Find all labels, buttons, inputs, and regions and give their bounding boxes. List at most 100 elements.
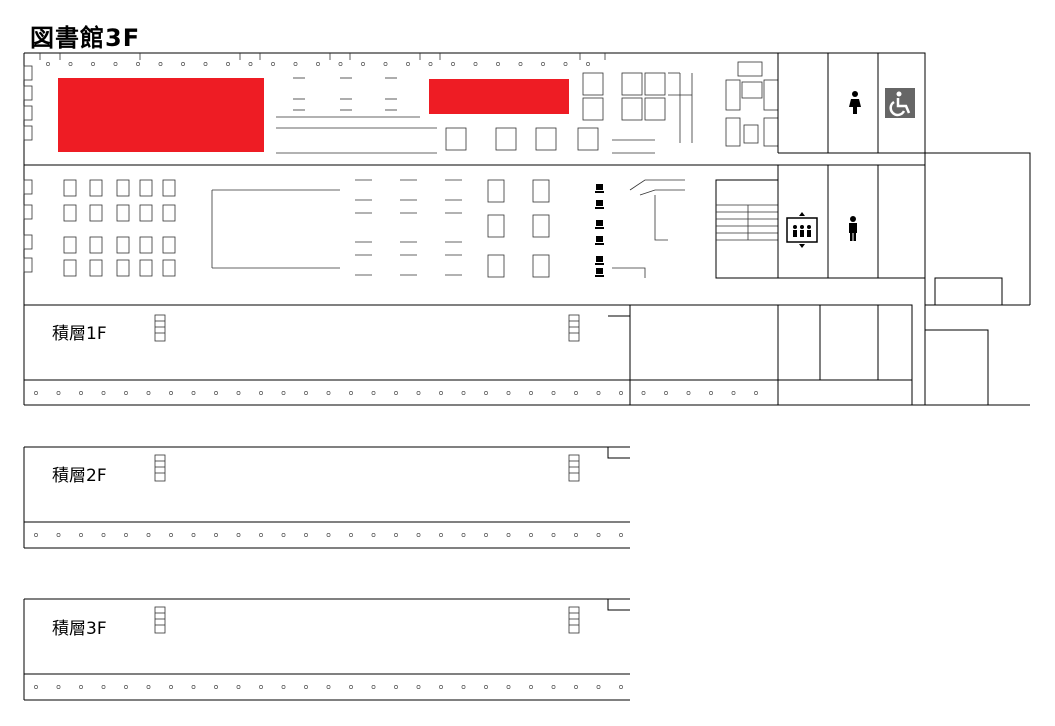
- stairs-icon: [568, 606, 580, 634]
- window-marker: [271, 62, 275, 66]
- window-marker: [181, 62, 185, 66]
- window-marker: [529, 533, 533, 537]
- window-marker: [484, 685, 488, 689]
- window-marker: [574, 391, 578, 395]
- window-marker: [349, 391, 353, 395]
- window-marker: [304, 533, 308, 537]
- window-marker: [496, 62, 500, 66]
- window-marker: [484, 533, 488, 537]
- window-marker: [484, 391, 488, 395]
- window-marker: [214, 685, 218, 689]
- study-tables-top: [276, 77, 437, 154]
- window-marker: [416, 391, 421, 395]
- window-marker: [203, 62, 208, 66]
- window-marker: [371, 533, 376, 537]
- window-marker: [214, 533, 218, 537]
- window-marker: [394, 533, 398, 537]
- stairs-icon: [568, 314, 580, 342]
- stack-label-1f: 積層1F: [52, 324, 107, 344]
- wheelchair-icon: [885, 88, 915, 118]
- window-marker: [236, 685, 241, 689]
- window-marker: [461, 391, 466, 395]
- window-marker: [226, 62, 230, 66]
- window-marker: [461, 685, 466, 689]
- wall-window-markers: [34, 62, 758, 689]
- window-marker: [596, 533, 601, 537]
- left-wall-windows: [23, 65, 33, 273]
- computer-icon: [595, 236, 604, 245]
- lounge-seating: [725, 61, 779, 147]
- window-marker: [316, 62, 320, 66]
- window-marker: [529, 685, 533, 689]
- computer-stations: [595, 184, 604, 277]
- window-marker: [506, 391, 511, 395]
- window-marker: [349, 533, 353, 537]
- window-marker: [304, 391, 308, 395]
- window-marker: [428, 62, 433, 66]
- computer-icon: [595, 220, 604, 229]
- window-marker: [541, 62, 545, 66]
- window-marker: [563, 62, 568, 66]
- window-marker: [371, 685, 376, 689]
- window-marker: [371, 391, 376, 395]
- window-marker: [214, 391, 218, 395]
- window-marker: [361, 62, 365, 66]
- window-marker: [101, 391, 106, 395]
- window-marker: [551, 391, 556, 395]
- window-marker: [236, 533, 241, 537]
- window-marker: [158, 62, 163, 66]
- window-marker: [406, 62, 410, 66]
- computer-icon: [595, 256, 604, 265]
- window-marker: [439, 533, 443, 537]
- window-marker: [383, 62, 388, 66]
- window-marker: [293, 62, 298, 66]
- restroom-area: [777, 53, 925, 154]
- window-marker: [586, 62, 590, 66]
- window-marker: [461, 533, 466, 537]
- window-marker: [34, 391, 38, 395]
- window-marker: [113, 62, 118, 66]
- window-marker: [574, 533, 578, 537]
- female-restroom-icon: [849, 91, 861, 114]
- window-marker: [124, 391, 128, 395]
- map-title: 図書館3F: [30, 24, 141, 52]
- elevator-icon: [786, 212, 818, 248]
- reading-tables-center: [355, 179, 550, 278]
- window-marker: [506, 685, 511, 689]
- main-floor: 積層1F: [23, 52, 1031, 406]
- window-marker: [349, 685, 353, 689]
- window-marker: [56, 685, 61, 689]
- window-marker: [731, 391, 736, 395]
- window-marker: [281, 533, 286, 537]
- male-restroom-icon: [849, 216, 857, 241]
- stack-label-2f: 積層2F: [52, 466, 107, 486]
- highlighted-area-right: [429, 79, 569, 114]
- window-marker: [619, 685, 623, 689]
- window-marker: [68, 62, 73, 66]
- stairs-icon: [154, 314, 166, 342]
- top-wall-windows: [39, 53, 606, 60]
- window-marker: [326, 685, 331, 689]
- window-marker: [191, 391, 196, 395]
- window-marker: [56, 533, 61, 537]
- window-marker: [46, 62, 50, 66]
- window-marker: [619, 533, 623, 537]
- window-marker: [439, 391, 443, 395]
- window-marker: [169, 685, 173, 689]
- window-marker: [416, 533, 421, 537]
- window-marker: [79, 533, 83, 537]
- window-marker: [191, 685, 196, 689]
- window-marker: [394, 391, 398, 395]
- window-marker: [281, 391, 286, 395]
- window-marker: [101, 685, 106, 689]
- window-marker: [34, 533, 38, 537]
- window-marker: [326, 391, 331, 395]
- window-marker: [551, 685, 556, 689]
- computer-icon: [595, 268, 604, 277]
- window-marker: [146, 685, 151, 689]
- stack-2f: 積層2F: [23, 446, 630, 549]
- large-table: [211, 189, 340, 269]
- window-marker: [259, 533, 263, 537]
- window-marker: [451, 62, 455, 66]
